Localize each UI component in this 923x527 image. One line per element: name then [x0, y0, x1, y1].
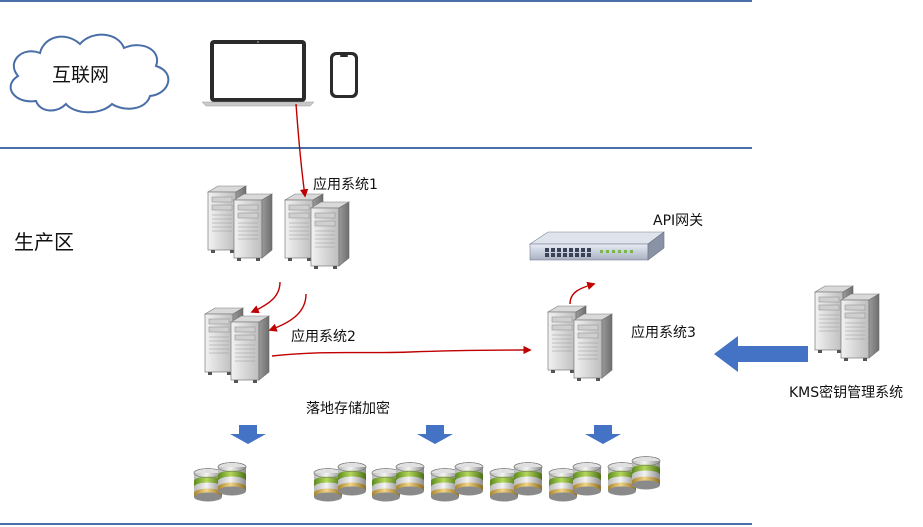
down-arrow-2: [417, 425, 453, 444]
flow-arrow-app3-to-gateway: [569, 281, 596, 305]
storage-encryption-label: 落地存储加密: [306, 401, 390, 417]
kms-servers: [815, 286, 879, 361]
app-system-1-label: 应用系统1: [313, 177, 378, 193]
storage-down-arrows: [230, 425, 621, 444]
laptop-icon: [201, 40, 315, 107]
top-divider: [0, 0, 752, 2]
flow-arrows: [250, 103, 596, 357]
down-arrow-3: [585, 425, 621, 444]
down-arrow-1: [230, 425, 266, 444]
kms-to-app3-arrow: [714, 336, 808, 372]
storage-disks: [194, 457, 660, 502]
internet-cloud-icon: [9, 33, 170, 114]
bottom-divider: [0, 523, 752, 525]
middle-divider: [0, 147, 752, 149]
internet-label: 互联网: [52, 64, 110, 86]
app-system-3-label: 应用系统3: [631, 325, 696, 341]
api-gateway-label: API网关: [653, 213, 704, 229]
app-system-2-label: 应用系统2: [291, 329, 356, 345]
flow-arrow-app1-to-app2-a: [250, 281, 281, 314]
app-system-2-servers: [205, 308, 269, 383]
api-gateway-icon: [529, 231, 665, 261]
flow-arrow-app1-to-app2-b: [268, 293, 307, 332]
production-zone-label: 生产区: [14, 230, 74, 254]
app-system-3-servers: [548, 306, 612, 381]
kms-label: KMS密钥管理系统: [789, 385, 904, 401]
phone-icon: [330, 52, 358, 98]
app-system-1-servers: [208, 186, 349, 269]
flow-arrow-app2-to-app3: [271, 345, 532, 357]
flow-arrow-internet-to-app1: [295, 103, 309, 198]
